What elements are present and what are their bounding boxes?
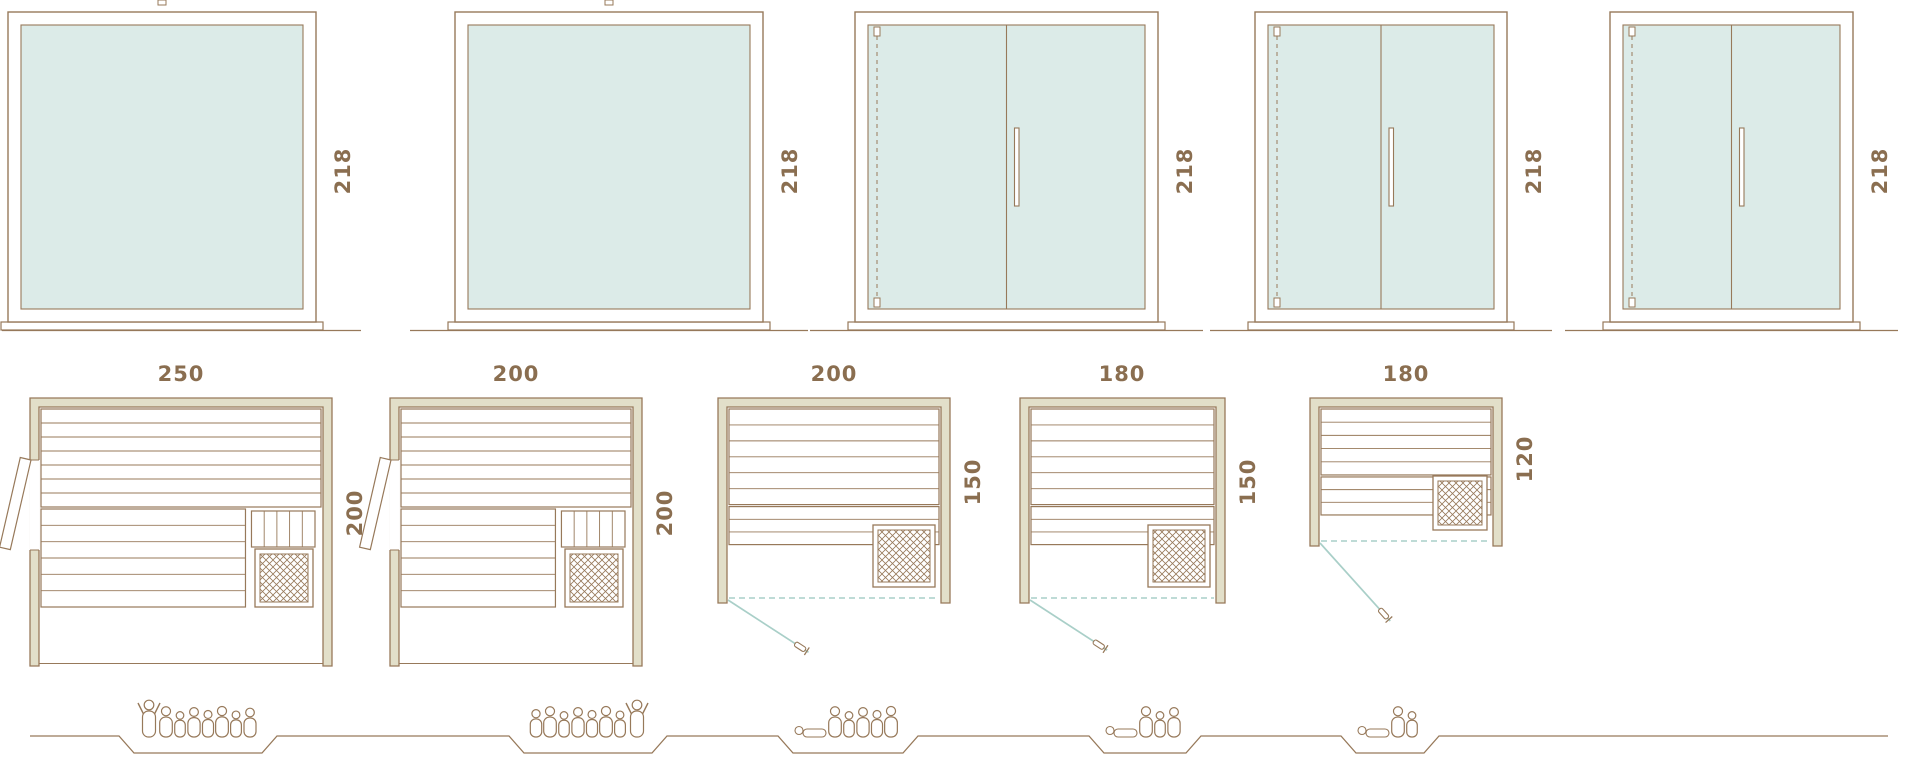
ground-line (30, 735, 1888, 754)
floor-plan-2 (358, 397, 643, 667)
capacity-group-1 (137, 699, 257, 738)
height-dimension-4: 218 (1522, 148, 1546, 195)
capacity-group-4 (1105, 706, 1181, 738)
person-icon (230, 710, 243, 738)
depth-dimension-1: 200 (343, 490, 367, 537)
floor-plan-3 (717, 397, 951, 656)
door-swing-line (1319, 542, 1391, 622)
capacity-group-3 (794, 705, 898, 738)
width-dimension-1: 250 (158, 362, 205, 386)
glass-pane (20, 24, 304, 310)
width-dimension-3: 200 (811, 362, 858, 386)
person-icon (843, 711, 855, 738)
door-handle-icon (1738, 127, 1745, 207)
threshold (847, 321, 1166, 331)
door-handle-icon (1377, 607, 1393, 624)
walls (1309, 397, 1503, 547)
person-icon (1406, 711, 1418, 738)
door-leaf (358, 456, 392, 551)
person-icon (599, 705, 613, 738)
person-icon (1391, 706, 1405, 738)
walls (389, 397, 643, 667)
threshold (1602, 321, 1861, 331)
walls (29, 397, 333, 667)
bench (400, 408, 632, 508)
person-icon (1105, 725, 1138, 738)
person-icon (187, 707, 201, 738)
person-icon (215, 705, 229, 738)
height-dimension-3: 218 (1173, 148, 1197, 195)
person-icon (884, 705, 898, 738)
person-icon (201, 709, 215, 738)
floor-plan-1 (0, 397, 333, 667)
capacity-row (30, 699, 1888, 754)
door-handle-icon (793, 641, 810, 656)
hinge-mark-top (1628, 26, 1636, 37)
width-dimension-4: 180 (1099, 362, 1146, 386)
door-leaf (0, 456, 32, 551)
depth-dimension-4: 150 (1236, 459, 1260, 506)
backrest-slats (560, 510, 626, 548)
door-handle-icon (1092, 639, 1109, 654)
hinge-mark-top (873, 26, 881, 37)
person-icon (828, 706, 842, 738)
walls (717, 397, 951, 604)
height-dimension-1: 218 (331, 148, 355, 195)
front-elevation-2 (410, 0, 808, 332)
width-dimension-5: 180 (1383, 362, 1430, 386)
person-icon (174, 711, 186, 738)
person-icon (585, 709, 599, 738)
floor-plan-4 (1019, 397, 1226, 654)
person-icon (625, 699, 649, 738)
capacity-group-2 (529, 699, 649, 738)
capacity-group-5 (1357, 706, 1418, 738)
person-icon (558, 711, 570, 738)
door-handle-icon (1013, 127, 1020, 207)
bench (40, 408, 322, 508)
bench (1320, 408, 1492, 476)
depth-dimension-2: 200 (653, 490, 677, 537)
person-icon (529, 709, 543, 738)
hinge-mark-top (1273, 26, 1281, 37)
person-icon (613, 710, 626, 738)
height-dimension-2: 218 (778, 148, 802, 195)
front-elevation-1 (0, 0, 361, 332)
height-dimension-5: 218 (1868, 148, 1892, 195)
person-icon (1357, 725, 1390, 738)
threshold (1247, 321, 1515, 331)
depth-dimension-3: 150 (961, 459, 985, 506)
person-icon (794, 725, 827, 738)
person-icon (1139, 706, 1153, 738)
person-icon (1154, 711, 1166, 738)
depth-dimension-5: 120 (1513, 436, 1537, 483)
front-elevation-3 (810, 11, 1203, 332)
person-icon (571, 707, 585, 738)
threshold (0, 321, 324, 331)
person-icon (1167, 707, 1181, 738)
person-icon (856, 707, 870, 738)
hinge-mark-bottom (873, 297, 881, 308)
floor-plan-5 (1309, 397, 1503, 624)
backrest-slats (250, 510, 316, 548)
person-icon (243, 707, 257, 738)
walls (1019, 397, 1226, 604)
door-handle-icon (1388, 127, 1395, 207)
width-dimension-2: 200 (493, 362, 540, 386)
hinge-mark-bottom (1273, 297, 1281, 308)
person-icon (159, 706, 173, 738)
front-elevation-4 (1210, 11, 1552, 332)
front-elevation-5 (1565, 11, 1898, 332)
person-icon (137, 699, 161, 738)
person-icon (543, 706, 557, 738)
person-icon (870, 709, 884, 738)
glass-pane (467, 24, 751, 310)
threshold (447, 321, 771, 331)
hinge-mark-bottom (1628, 297, 1636, 308)
